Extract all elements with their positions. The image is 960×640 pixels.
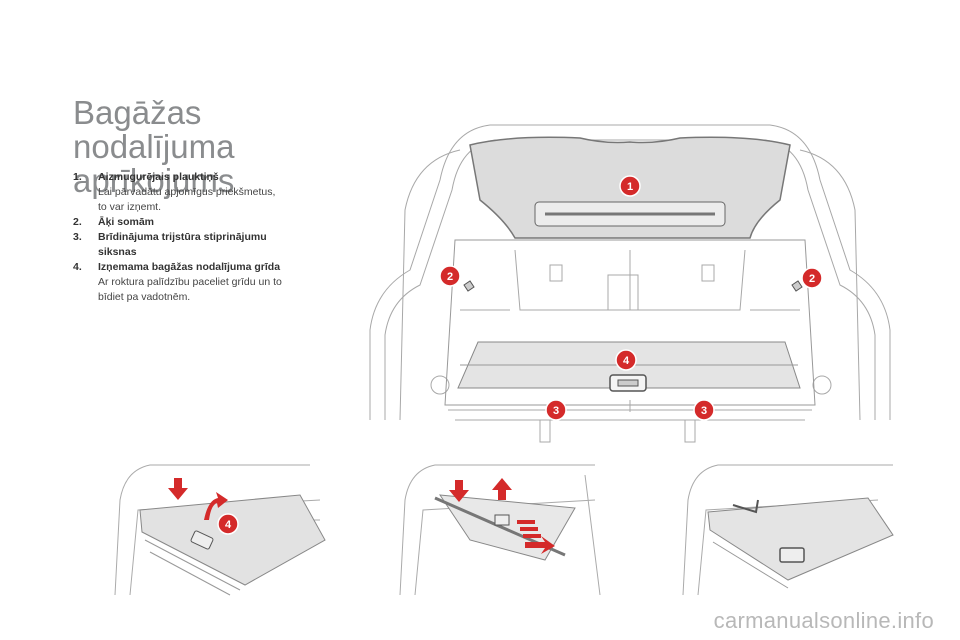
- title-line-2: aprīkojums: [73, 162, 235, 199]
- arrow-lift-icon: [204, 492, 228, 520]
- svg-text:3: 3: [701, 405, 707, 417]
- list-item: 1. Aizmugurējais plauktiņš Lai pārvadātu…: [73, 170, 333, 215]
- page-title: Bagāžas nodalījuma aprīkojums: [73, 96, 363, 198]
- arrow-up-icon: [492, 478, 512, 500]
- badge-3-left: 3: [545, 399, 567, 421]
- floor-raised-illustration: [682, 464, 894, 596]
- svg-text:3: 3: [553, 405, 559, 417]
- arrow-down-icon: [449, 480, 469, 502]
- badge-1: 1: [619, 175, 641, 197]
- svg-text:2: 2: [447, 271, 453, 283]
- title-line-1: Bagāžas nodalījuma: [73, 94, 235, 165]
- svg-text:2: 2: [809, 273, 815, 285]
- item-heading-cont: siksnas: [98, 246, 137, 258]
- item-number: 4.: [73, 261, 82, 273]
- item-heading: Brīdinājuma trijstūra stiprinājumu: [98, 231, 267, 243]
- badge-2-right: 2: [801, 267, 823, 289]
- svg-text:1: 1: [627, 181, 633, 193]
- trunk-main-illustration: 1 2 2 4 3 3: [369, 124, 891, 443]
- floor-slide-illustration: [399, 464, 601, 596]
- badge-4: 4: [615, 349, 637, 371]
- floor-lift-illustration: 4: [114, 464, 326, 596]
- item-description: to var izņemt.: [98, 201, 162, 213]
- slide-arrow-icon: [517, 520, 555, 554]
- list-item: 4. Izņemama bagāžas nodalījuma grīda Ar …: [73, 260, 333, 305]
- item-number: 1.: [73, 171, 82, 183]
- svg-text:4: 4: [623, 355, 630, 367]
- item-number: 3.: [73, 231, 82, 243]
- item-heading: Aizmugurējais plauktiņš: [98, 171, 219, 183]
- item-description: Ar roktura palīdzību paceliet grīdu un t…: [98, 276, 282, 288]
- equipment-list: 1. Aizmugurējais plauktiņš Lai pārvadātu…: [73, 170, 333, 305]
- badge-4: 4: [217, 513, 239, 535]
- badge-3-right: 3: [693, 399, 715, 421]
- item-heading: Izņemama bagāžas nodalījuma grīda: [98, 261, 281, 273]
- item-heading: Āķi somām: [98, 216, 155, 228]
- list-item: 3. Brīdinājuma trijstūra stiprinājumu si…: [73, 230, 333, 260]
- list-item: 2. Āķi somām: [73, 215, 333, 230]
- watermark-text: carmanualsonline.info: [713, 608, 934, 633]
- badge-2-left: 2: [439, 265, 461, 287]
- item-description: bīdiet pa vadotnēm.: [98, 291, 191, 303]
- item-number: 2.: [73, 216, 82, 228]
- arrow-down-icon: [168, 478, 188, 500]
- item-description: Lai pārvadātu apjomīgus priekšmetus,: [98, 186, 276, 198]
- svg-text:4: 4: [225, 519, 232, 531]
